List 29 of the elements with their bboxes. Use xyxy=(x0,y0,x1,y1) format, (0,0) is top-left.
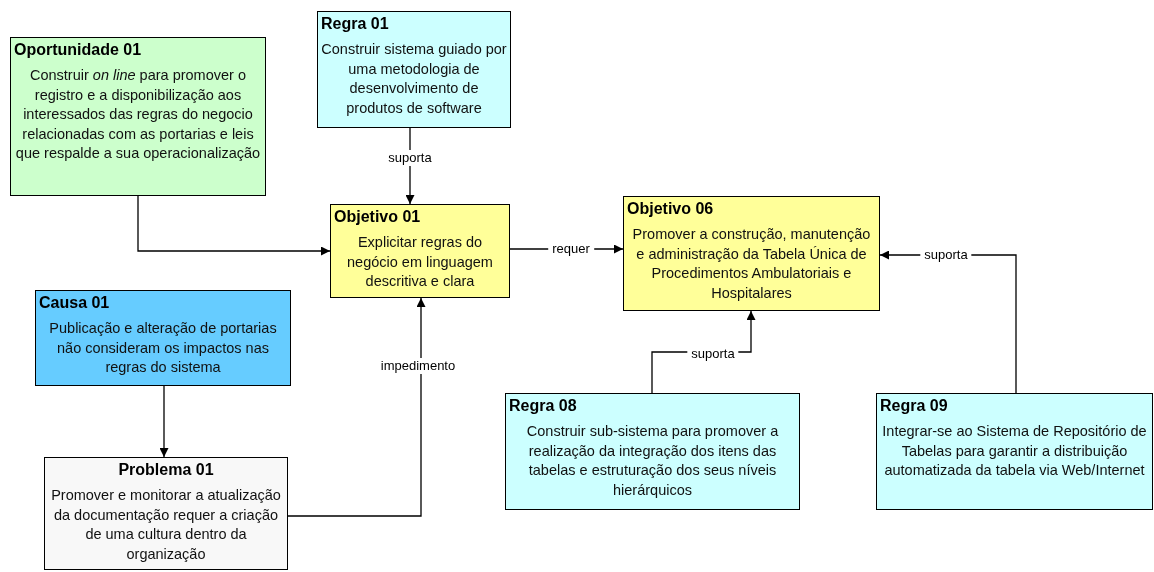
edge-label: suporta xyxy=(687,346,739,362)
edge-label: suporta xyxy=(920,247,972,263)
process-box xyxy=(44,457,288,570)
process-box xyxy=(505,393,800,510)
process-box xyxy=(317,11,511,128)
box-heading: Objetivo 06 xyxy=(627,199,715,219)
box-text: Explicitar regras do negócio em linguagem descritiva e clara xyxy=(346,233,494,291)
box-heading: Oportunidade 01 xyxy=(14,40,143,60)
box-heading: Regra 08 xyxy=(509,396,578,416)
box-text: Construir sub-sistema para promover a realização da integração dos itens das tabelas e estruturação dos seus níveis hierárquicos xyxy=(525,422,780,500)
process-box xyxy=(330,204,510,298)
arrow xyxy=(137,195,331,256)
arrow xyxy=(159,385,169,458)
process-box xyxy=(10,37,266,196)
box-heading: Regra 09 xyxy=(880,396,949,416)
box-text: Promover a construção, manutenção e administração da Tabela Única de Procedimentos Ambulatoriais e Hospitalares xyxy=(631,225,872,303)
box-heading: Causa 01 xyxy=(39,293,111,313)
process-box xyxy=(35,290,291,386)
process-box xyxy=(876,393,1153,510)
process-box xyxy=(623,196,880,311)
box-heading: Objetivo 01 xyxy=(334,207,422,227)
arrow xyxy=(287,297,426,517)
box-text: Promover e monitorar a atualização da documentação requer a criação de uma cultura dentro da organização xyxy=(50,486,282,564)
box-text: Construir sistema guiado por uma metodologia de desenvolvimento de produtos de software xyxy=(321,40,507,118)
box-text: Integrar-se ao Sistema de Repositório de Tabelas para garantir a distribuição automatizada da tabela via Web/Internet xyxy=(881,422,1148,480)
box-heading: Problema 01 xyxy=(117,460,215,480)
box-text: Publicação e alteração de portarias não consideram os impactos nas regras do sistema xyxy=(48,319,278,377)
box-heading: Regra 01 xyxy=(321,14,390,34)
box-text: Construir on line para promover o registro e a disponibilização aos interessados das regras do negocio relacionadas com as portarias e leis que respalde a sua operacionalização xyxy=(14,66,262,163)
